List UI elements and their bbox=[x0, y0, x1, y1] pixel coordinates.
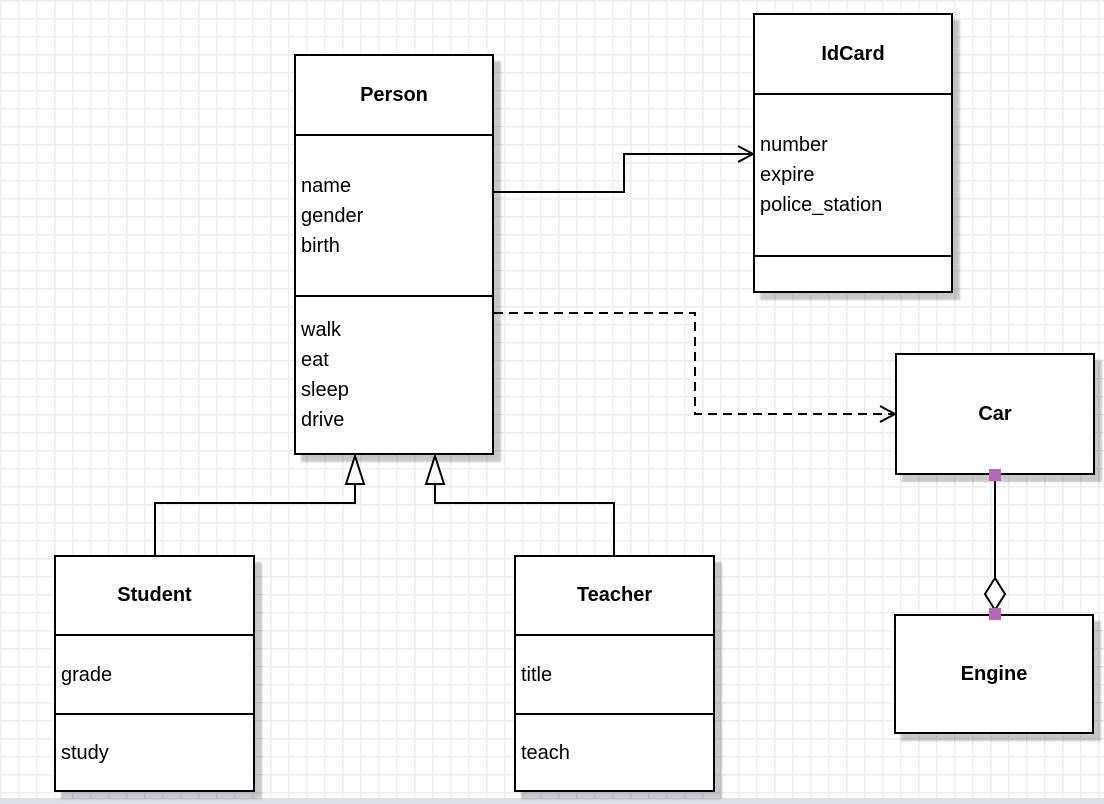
class-idcard[interactable]: IdCard number expire police_station bbox=[753, 13, 953, 293]
class-idcard-title: IdCard bbox=[821, 42, 885, 65]
attribute-item: title bbox=[521, 663, 553, 686]
class-idcard-attributes: number expire police_station bbox=[755, 93, 951, 255]
class-idcard-methods bbox=[755, 255, 951, 291]
method-item: eat bbox=[301, 349, 329, 371]
method-item: drive bbox=[301, 409, 345, 431]
method-item: sleep bbox=[301, 379, 349, 401]
class-person[interactable]: Person name gender birth walk eat sleep … bbox=[294, 54, 494, 455]
aggregation-car-engine-connector[interactable] bbox=[983, 469, 1007, 620]
association-person-idcard-connector[interactable] bbox=[494, 145, 756, 193]
attribute-item: name bbox=[301, 174, 352, 197]
attribute-item: expire bbox=[760, 164, 815, 186]
generalization-teacher-person-connector[interactable] bbox=[424, 452, 615, 555]
open-arrowhead-icon bbox=[737, 145, 756, 163]
attribute-item: police_station bbox=[760, 194, 883, 216]
class-engine[interactable]: Engine bbox=[894, 614, 1094, 734]
class-teacher-methods: teach bbox=[516, 713, 713, 790]
canvas-bottom-edge bbox=[0, 798, 1104, 804]
connection-handle[interactable] bbox=[989, 608, 1001, 620]
class-car-title: Car bbox=[978, 402, 1012, 425]
hollow-diamond-icon bbox=[983, 576, 1007, 612]
hollow-triangle-arrowhead-icon bbox=[344, 452, 366, 485]
method-item: study bbox=[61, 741, 109, 764]
class-person-methods: walk eat sleep drive bbox=[296, 295, 492, 453]
attribute-item: grade bbox=[61, 663, 113, 686]
class-car[interactable]: Car bbox=[895, 353, 1095, 475]
class-student-attributes: grade bbox=[56, 634, 253, 713]
class-engine-title: Engine bbox=[960, 662, 1028, 685]
generalization-student-person-connector[interactable] bbox=[154, 452, 366, 555]
hollow-triangle-arrowhead-icon bbox=[424, 452, 446, 485]
class-student-title: Student bbox=[117, 584, 192, 606]
class-person-title: Person bbox=[360, 83, 428, 106]
method-item: walk bbox=[301, 319, 342, 341]
class-teacher-title: Teacher bbox=[576, 584, 653, 606]
connection-handle[interactable] bbox=[989, 469, 1001, 481]
method-item: teach bbox=[521, 741, 570, 764]
attribute-item: birth bbox=[301, 234, 340, 257]
class-student[interactable]: Student grade study bbox=[54, 555, 255, 792]
dependency-person-car-connector[interactable] bbox=[494, 312, 898, 423]
class-student-methods: study bbox=[56, 713, 253, 790]
class-person-attributes: name gender birth bbox=[296, 134, 492, 295]
attribute-item: gender bbox=[301, 204, 364, 227]
attribute-item: number bbox=[760, 134, 828, 156]
open-arrowhead-icon bbox=[879, 405, 898, 423]
class-teacher-attributes: title bbox=[516, 634, 713, 713]
class-teacher[interactable]: Teacher title teach bbox=[514, 555, 715, 792]
